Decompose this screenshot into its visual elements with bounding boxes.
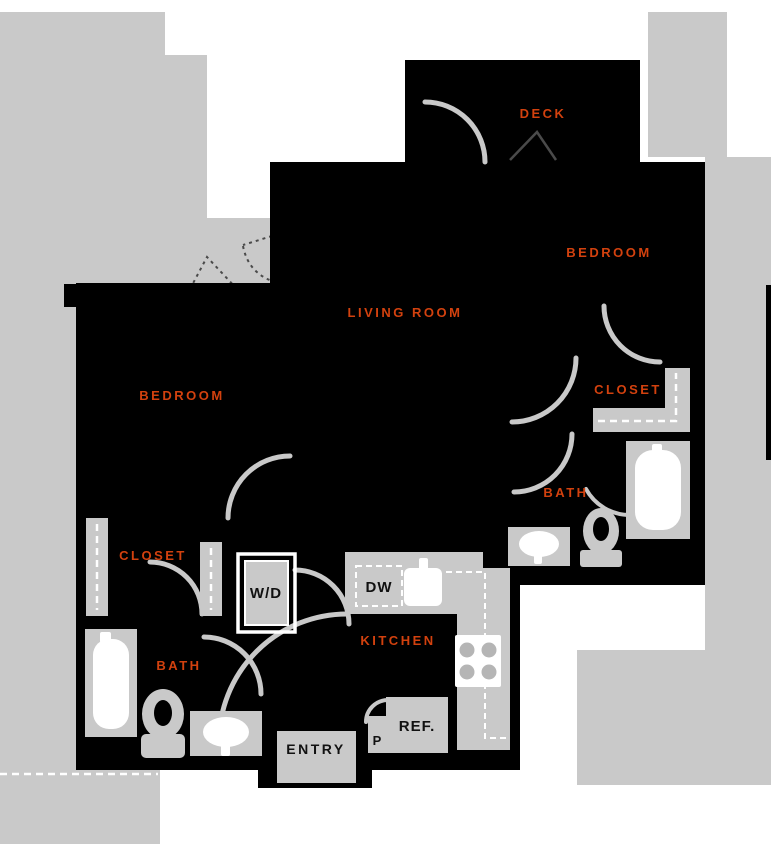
bathtub-basin <box>635 450 681 530</box>
kitchen-label: KITCHEN <box>360 633 435 648</box>
door-arcs <box>147 99 663 745</box>
stove-icon <box>455 635 501 687</box>
dishwasher-label: DW <box>366 579 393 596</box>
deck-window-icon <box>509 130 558 161</box>
bath-right-door-arc2-icon <box>584 487 632 518</box>
bedroom-right-door-arc-icon <box>509 355 579 425</box>
washer-dryer-inner <box>244 560 289 626</box>
bath-right-door-arc-icon <box>511 431 575 495</box>
refrigerator-label: REF. <box>399 718 436 735</box>
sink-basin <box>519 531 559 557</box>
neighbor-mass-right <box>705 157 771 650</box>
kitchen-sink-icon <box>404 568 442 606</box>
living-room-label: LIVING ROOM <box>348 305 463 320</box>
closet-left-label: CLOSET <box>119 548 187 563</box>
washer-dryer-icon <box>236 552 297 634</box>
wall-tab <box>64 284 82 307</box>
corridor-door-swing-icon <box>242 235 273 246</box>
dishwasher-box <box>355 565 403 607</box>
burner-icon <box>481 642 497 658</box>
burner-icon <box>481 664 497 680</box>
toilet-bowl <box>593 517 609 541</box>
refrigerator-icon <box>386 697 448 753</box>
deck-area <box>405 60 640 170</box>
toilet-tank <box>141 734 185 758</box>
deck-label: DECK <box>520 106 567 121</box>
sink-faucet <box>221 744 230 756</box>
bath-right-label: BATH <box>543 485 588 500</box>
kitchen-counter <box>345 552 510 750</box>
bedroom-right-label: BEDROOM <box>566 245 651 260</box>
sink-faucet <box>534 552 542 564</box>
closet-right-door-arc-icon <box>601 303 663 365</box>
bathtub-basin <box>93 639 129 729</box>
bedroom-left-door-arc-icon <box>225 453 293 521</box>
washer-dryer-label: W/D <box>250 585 282 602</box>
neighbor-mass-top-right <box>648 12 727 157</box>
sink-basin <box>203 717 249 747</box>
closet-right-shelf <box>593 368 690 432</box>
toilet-tank <box>580 550 622 567</box>
bath-left-door-arc-icon <box>201 634 264 697</box>
neighbor-masses <box>0 12 771 844</box>
burner-icon <box>459 664 475 680</box>
fixtures <box>85 368 690 783</box>
toilet-bowl <box>154 700 172 726</box>
bath-left-label: BATH <box>156 658 201 673</box>
pantry-door-arc-icon <box>364 698 390 724</box>
bathtub-faucet <box>100 632 111 643</box>
kitchen-sink-faucet <box>419 558 428 571</box>
closet-right-label: CLOSET <box>594 382 662 397</box>
pantry-box <box>368 716 387 753</box>
corridor-door-swing-icon <box>242 245 273 282</box>
bedroom-left-label: BEDROOM <box>139 388 224 403</box>
neighbor-mass-bottom-right <box>577 650 771 785</box>
pantry-label: P <box>373 733 382 748</box>
closet-right-rod <box>598 373 678 423</box>
entry-mat <box>277 731 356 783</box>
neighbor-mass-left <box>0 12 273 844</box>
bathtub-faucet <box>652 444 662 455</box>
labels: DECK LIVING ROOM BEDROOM BEDROOM CLOSET … <box>119 106 662 757</box>
entry-label: ENTRY <box>286 741 345 757</box>
corridor-door-swing-icon <box>189 255 238 290</box>
deck-door-arc-icon <box>422 99 488 165</box>
right-edge-wall <box>766 285 771 460</box>
burner-icon <box>459 642 475 658</box>
